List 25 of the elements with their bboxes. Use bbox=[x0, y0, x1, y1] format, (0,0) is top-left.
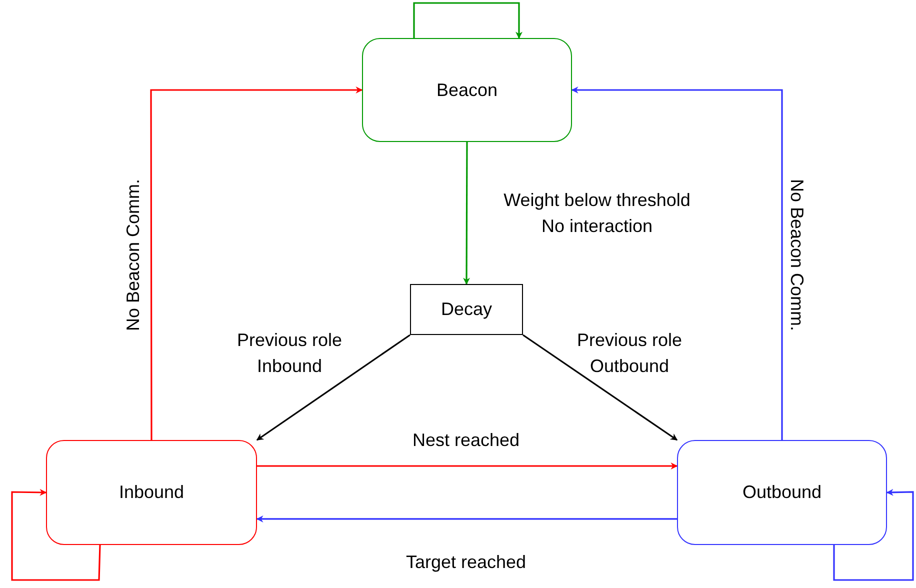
arrow bbox=[11, 488, 101, 581]
edge-label: Previous role Inbound bbox=[236, 329, 344, 378]
edge-label: Weight below threshold No interaction bbox=[502, 189, 692, 238]
state-label: Beacon bbox=[436, 80, 498, 100]
edge-label: Target reached bbox=[404, 551, 528, 574]
state-box bbox=[677, 440, 887, 545]
state-label: Outbound bbox=[742, 482, 822, 503]
state-box bbox=[362, 38, 572, 142]
arrow bbox=[463, 142, 470, 285]
edge-label: Previous role Outbound bbox=[576, 329, 684, 378]
state-label: Decay bbox=[440, 299, 492, 320]
arrow bbox=[571, 86, 783, 440]
arrow bbox=[150, 86, 363, 440]
arrow bbox=[256, 515, 677, 522]
arrow bbox=[256, 334, 410, 441]
arrow bbox=[257, 462, 678, 470]
arrow bbox=[413, 2, 522, 39]
edge-label: Nest reached bbox=[411, 429, 521, 452]
process-box bbox=[410, 284, 523, 335]
arrow bbox=[522, 334, 678, 441]
edge-label: No Beacon Comm. bbox=[786, 178, 808, 334]
state-label: Inbound bbox=[118, 482, 184, 503]
state-box bbox=[46, 440, 257, 545]
arrow bbox=[833, 488, 914, 581]
edge-label: No Beacon Comm. bbox=[122, 178, 144, 334]
